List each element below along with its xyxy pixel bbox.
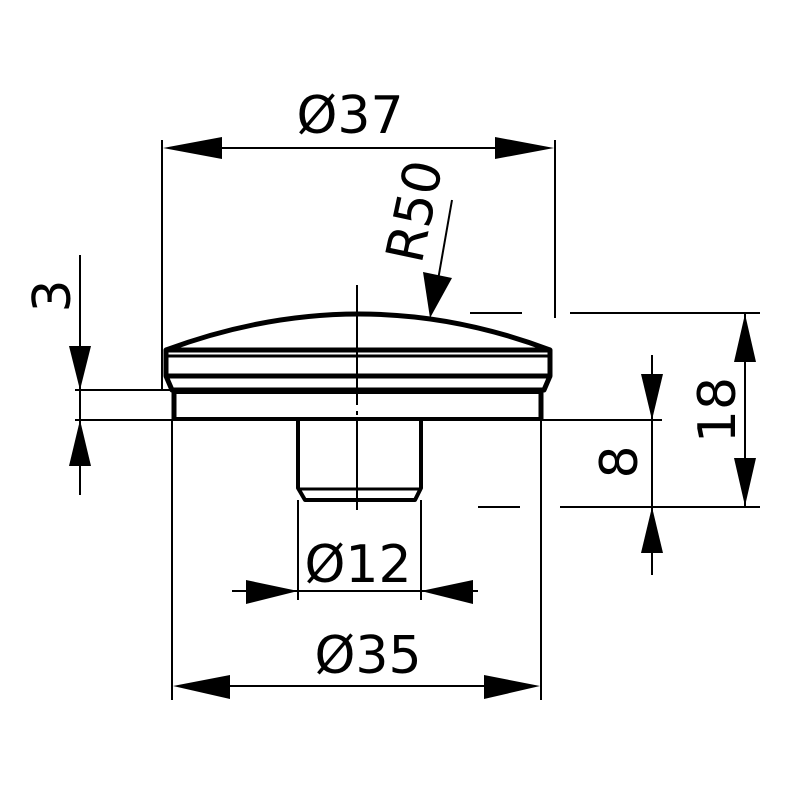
dimension-top-diameter: Ø37 xyxy=(163,86,554,159)
dimension-overall-height: 18 xyxy=(688,313,756,507)
skirt xyxy=(171,390,544,420)
stem xyxy=(296,420,423,502)
label-top-diameter: Ø37 xyxy=(296,86,403,146)
dimension-dome-radius: R50 xyxy=(375,155,455,318)
label-stem-diameter: Ø12 xyxy=(304,535,411,595)
dimension-flange-thickness: 3 xyxy=(23,255,91,495)
label-base-diameter: Ø35 xyxy=(314,626,421,686)
label-flange-thickness: 3 xyxy=(23,279,83,312)
label-overall-height: 18 xyxy=(688,377,748,443)
dimension-stem-length: 8 xyxy=(590,355,663,575)
dome-curve xyxy=(165,311,551,353)
label-stem-length: 8 xyxy=(590,445,650,478)
extension-lines xyxy=(75,140,760,700)
dimension-stem-diameter: Ø12 xyxy=(232,535,478,604)
dimension-base-diameter: Ø35 xyxy=(173,626,540,699)
part-outline xyxy=(163,311,553,502)
